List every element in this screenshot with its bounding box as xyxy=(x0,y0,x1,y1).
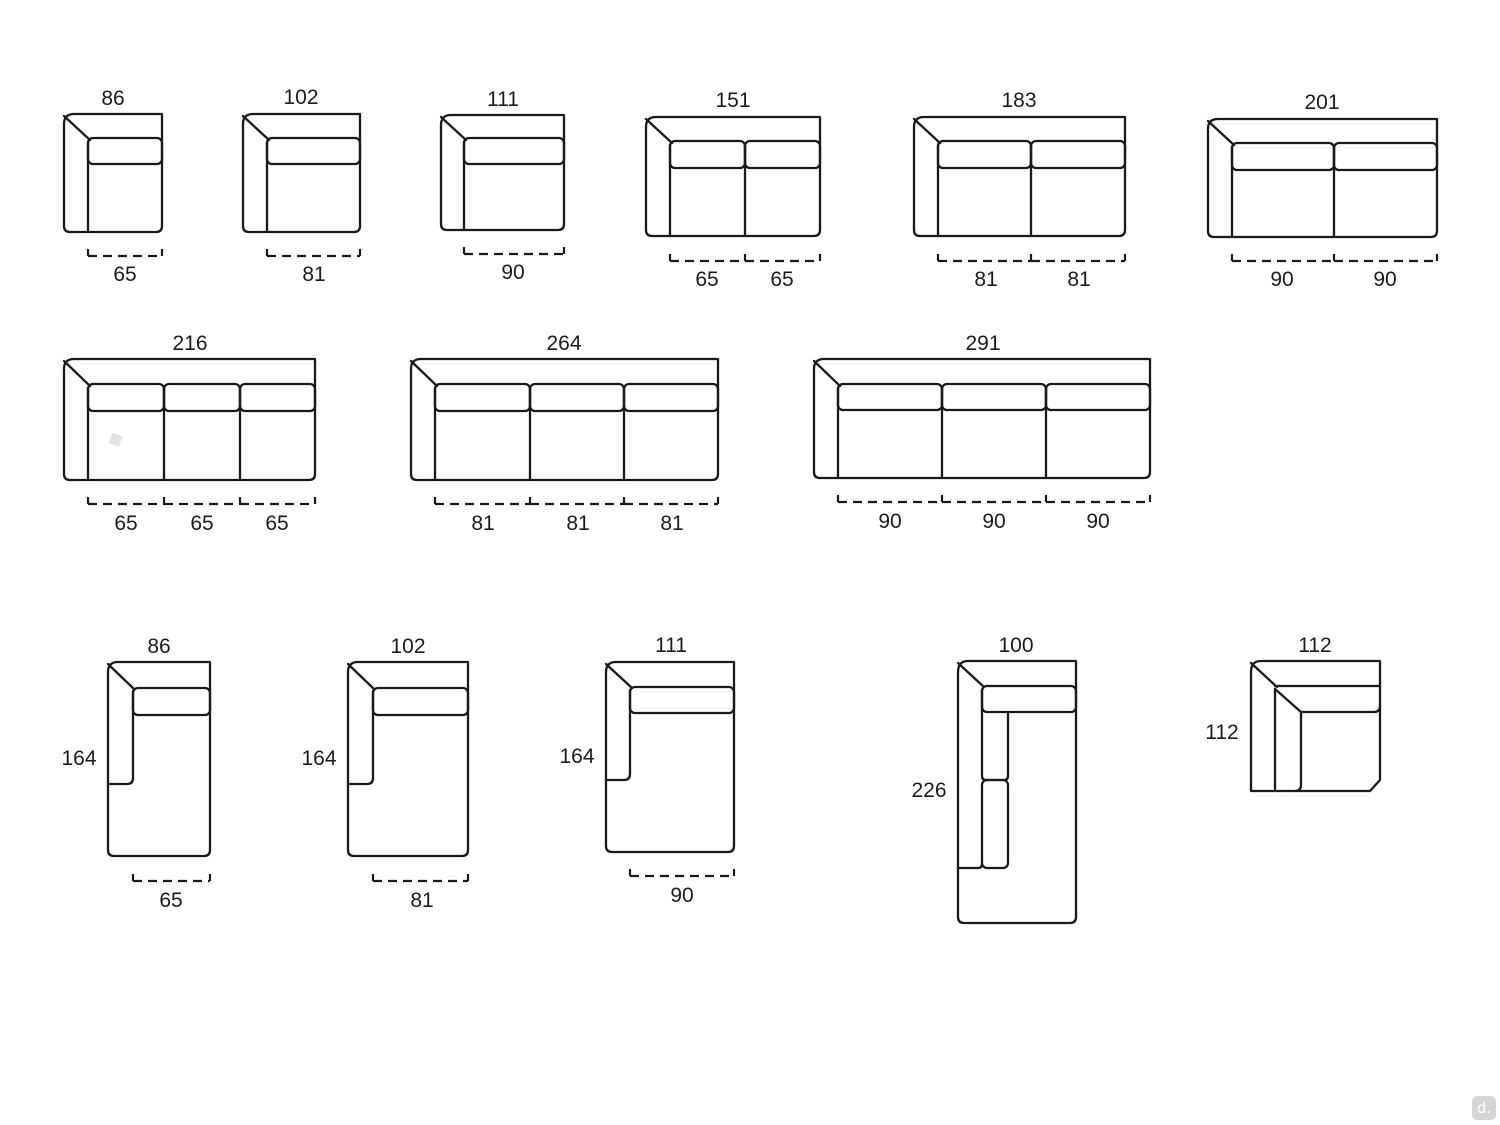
seat-label: 65 xyxy=(114,512,137,535)
seat-label: 90 xyxy=(1086,510,1109,533)
seat-label: 65 xyxy=(190,512,213,535)
seat-label: 81 xyxy=(471,512,494,535)
seat-label: 65 xyxy=(113,263,136,286)
seat-label: 81 xyxy=(566,512,589,535)
seat-label: 65 xyxy=(770,268,793,291)
width-label: 291 xyxy=(965,332,1000,355)
corner-112: 112 112 xyxy=(1205,634,1382,793)
chaise-111: 111 164 90 xyxy=(559,634,736,907)
seat-label: 81 xyxy=(1067,268,1090,291)
module-3-seat-264: 264 81 81 81 xyxy=(409,332,720,535)
seat-label: 81 xyxy=(974,268,997,291)
module-1-seat-111: 111 90 xyxy=(439,88,566,284)
width-label: 201 xyxy=(1304,91,1339,114)
seat-label: 90 xyxy=(501,261,524,284)
watermark-logo: d. xyxy=(1472,1096,1496,1120)
module-1-seat-86: 86 65 xyxy=(62,87,164,286)
long-chaise-100: 100 226 xyxy=(911,634,1078,925)
seat-label: 65 xyxy=(159,889,182,912)
chaise-102: 102 164 81 xyxy=(301,635,470,912)
seat-label: 90 xyxy=(878,510,901,533)
seat-label: 90 xyxy=(1270,268,1293,291)
seat-label: 81 xyxy=(302,263,325,286)
depth-label: 112 xyxy=(1205,721,1238,744)
width-label: 86 xyxy=(147,635,170,658)
seat-label: 90 xyxy=(1373,268,1396,291)
width-label: 112 xyxy=(1298,634,1331,657)
depth-label: 164 xyxy=(559,745,594,768)
width-label: 111 xyxy=(655,634,687,657)
depth-label: 226 xyxy=(911,779,946,802)
width-label: 264 xyxy=(546,332,581,355)
module-2-seat-183: 183 81 81 xyxy=(912,89,1127,291)
seat-label: 90 xyxy=(982,510,1005,533)
width-label: 151 xyxy=(715,89,750,112)
seat-label: 65 xyxy=(265,512,288,535)
module-2-seat-201: 201 90 90 xyxy=(1206,91,1439,291)
width-label: 216 xyxy=(172,332,207,355)
width-label: 102 xyxy=(390,635,425,658)
depth-label: 164 xyxy=(61,747,96,770)
width-label: 86 xyxy=(101,87,124,110)
module-1-seat-102: 102 81 xyxy=(241,86,362,286)
seat-label: 90 xyxy=(670,884,693,907)
seat-label: 65 xyxy=(695,268,718,291)
width-label: 102 xyxy=(283,86,318,109)
module-2-seat-151: 151 65 65 xyxy=(644,89,822,291)
width-label: 100 xyxy=(998,634,1033,657)
chaise-86: 86 164 65 xyxy=(61,635,212,912)
width-label: 111 xyxy=(487,88,519,111)
seat-label: 81 xyxy=(660,512,683,535)
module-3-seat-291: 291 90 90 90 xyxy=(812,332,1152,533)
module-3-seat-216: 216 65 65 65 xyxy=(62,332,317,535)
seat-label: 81 xyxy=(410,889,433,912)
depth-label: 164 xyxy=(301,747,336,770)
width-label: 183 xyxy=(1001,89,1036,112)
